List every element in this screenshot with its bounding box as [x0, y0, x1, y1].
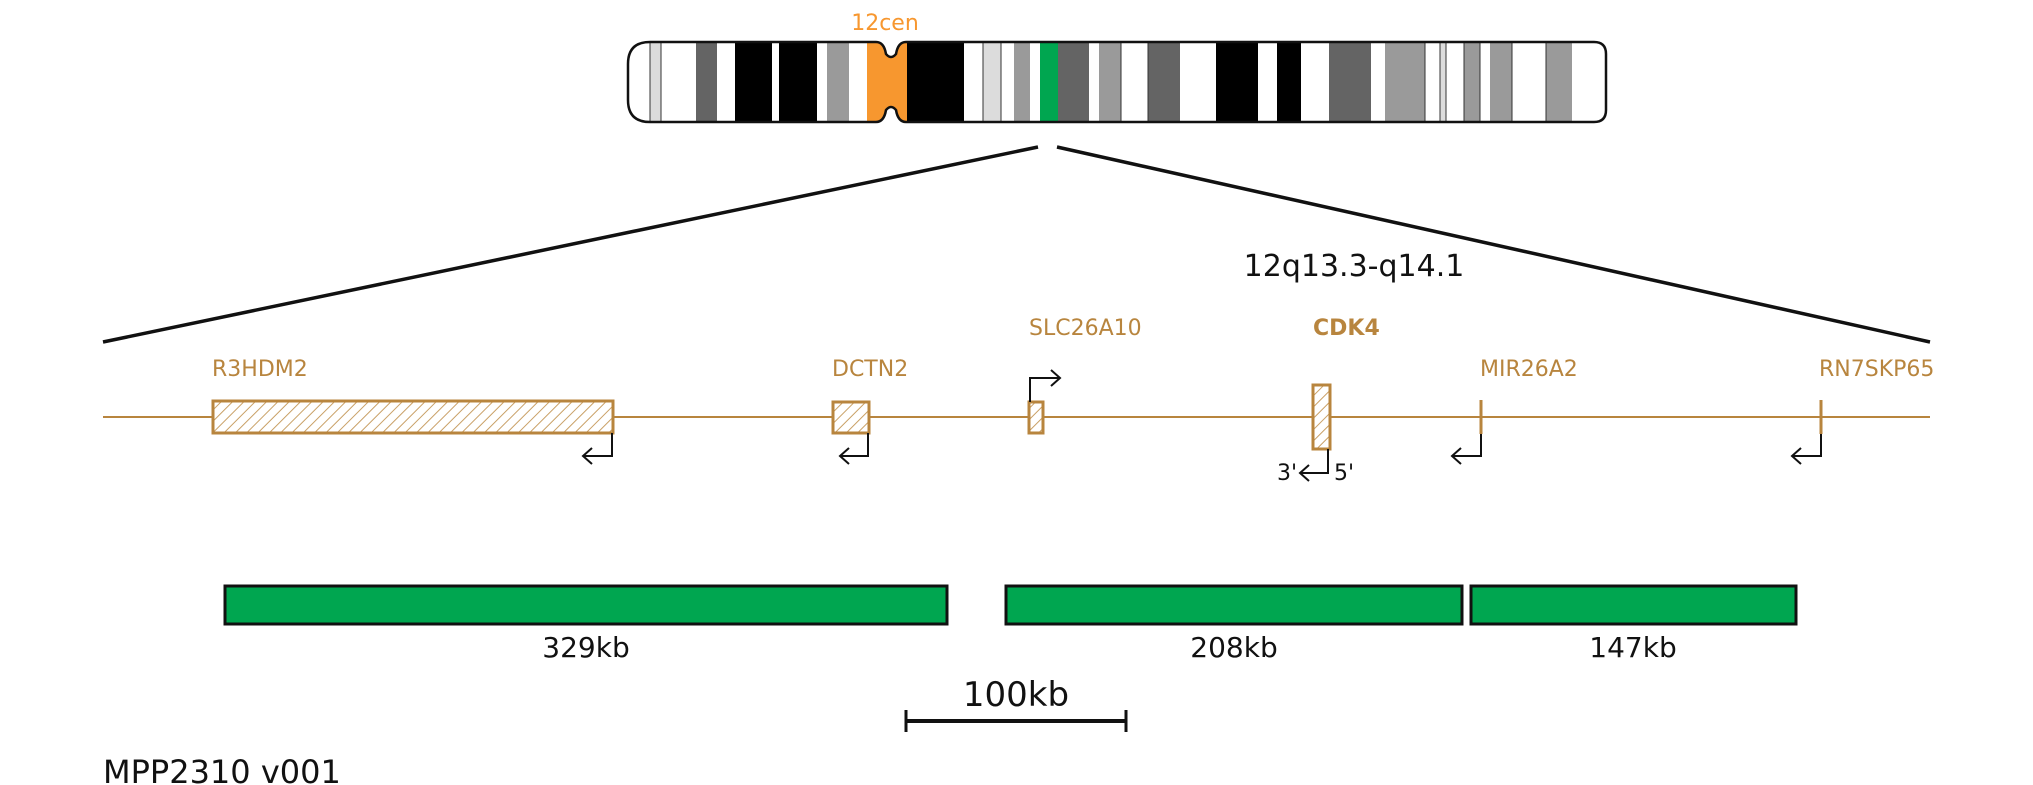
probe-bar: [1469, 584, 1798, 626]
gene-label: SLC26A10: [1029, 316, 1142, 341]
zoom-line-left: [102, 145, 1039, 344]
probe-size-label: 208kb: [1190, 631, 1277, 664]
gene-r3hdm2: R3HDM2: [211, 357, 615, 465]
gene-label: CDK4: [1313, 316, 1380, 341]
gene-dctn2: DCTN2: [831, 357, 908, 465]
reverse-strand-arrow-icon: [581, 433, 613, 465]
three-prime-label: 3': [1277, 461, 1297, 486]
five-prime-label: 5': [1334, 461, 1354, 486]
chromosome-bands: [628, 42, 1606, 122]
gene-body: [1311, 383, 1332, 451]
gene-body: [831, 400, 871, 435]
gene-label: R3HDM2: [212, 357, 308, 382]
gene-cdk4: CDK4 3' 5': [1277, 316, 1380, 486]
probe-size-label: 147kb: [1589, 631, 1676, 664]
chromosome-ideogram: 12cen: [626, 11, 1608, 124]
gene-label: MIR26A2: [1480, 357, 1578, 382]
product-code: MPP2310 v001: [103, 753, 341, 785]
reverse-strand-arrow-icon: [1450, 434, 1482, 465]
probe-set: 329kb 208kb 147kb: [223, 584, 1798, 664]
gene-label: RN7SKP65: [1819, 357, 1934, 382]
gene-mir26a2: MIR26A2: [1450, 357, 1578, 465]
gene-slc26a10: SLC26A10: [1027, 316, 1142, 435]
reverse-strand-arrow-icon: [1298, 449, 1329, 482]
reverse-strand-arrow-icon: [838, 433, 869, 465]
probe-bar: [1004, 584, 1464, 626]
probe-bar: [223, 584, 949, 626]
probe-size-label: 329kb: [542, 631, 629, 664]
gene-track: R3HDM2 DCTN2 SLC26A10 CDK4 3' 5' MIR26A2: [103, 316, 1934, 486]
scale-bar: 100kb: [904, 675, 1128, 732]
zoom-line-right: [1056, 145, 1931, 344]
region-label: 12q13.3-q14.1: [1244, 249, 1465, 284]
reverse-strand-arrow-icon: [1790, 434, 1822, 465]
gene-body: [211, 399, 615, 435]
gene-label: DCTN2: [832, 357, 908, 382]
chromosome-outline: [626, 40, 1608, 124]
gene-body: [1027, 400, 1045, 435]
forward-strand-arrow-icon: [1029, 369, 1062, 402]
highlight-band: [1040, 42, 1058, 122]
scale-bar-label: 100kb: [963, 675, 1069, 715]
gene-rn7skp65: RN7SKP65: [1790, 357, 1934, 465]
centromere-label: 12cen: [851, 11, 919, 36]
